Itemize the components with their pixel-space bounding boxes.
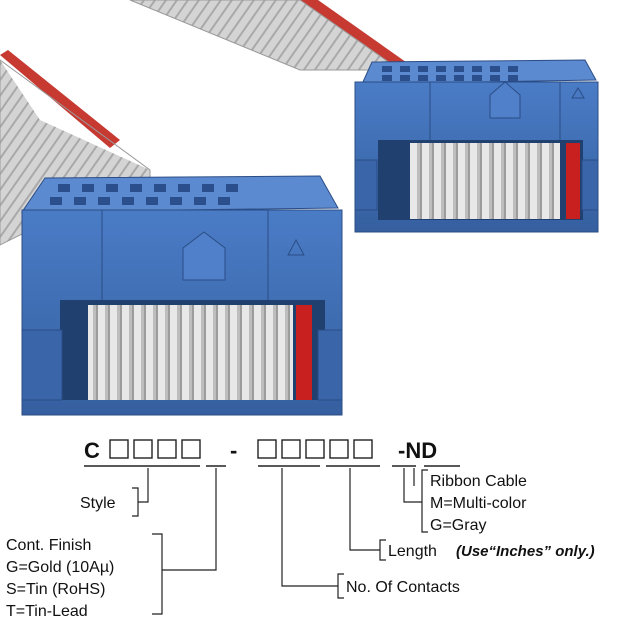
part-box [157, 439, 177, 459]
part-box [329, 439, 349, 459]
part-boxes-group-1 [109, 439, 201, 459]
cont-finish-option: G=Gold (10Aµ) [6, 559, 114, 576]
style-label: Style [80, 495, 116, 512]
ribbon-cable-option: G=Gray [430, 517, 486, 534]
cont-finish-option: S=Tin (RoHS) [6, 581, 105, 598]
part-box [257, 439, 277, 459]
leader-lines [138, 468, 422, 587]
length-note: (Use“Inches” only.) [456, 543, 595, 560]
connector-left [21, 175, 343, 416]
part-boxes-group-2 [257, 439, 373, 459]
part-box [305, 439, 325, 459]
part-box [109, 439, 129, 459]
length-label: Length [388, 543, 437, 560]
ribbon-cable-option: M=Multi-color [430, 495, 527, 512]
brackets [132, 469, 428, 615]
no-of-contacts-label: No. Of Contacts [346, 579, 460, 596]
part-prefix: C [84, 438, 100, 463]
part-box [133, 439, 153, 459]
cont-finish-option: T=Tin-Lead [6, 603, 88, 620]
part-box [353, 439, 373, 459]
cont-finish-title: Cont. Finish [6, 537, 91, 554]
connector-right [354, 59, 599, 233]
ribbon-cable-title: Ribbon Cable [430, 473, 527, 490]
part-box [181, 439, 201, 459]
part-suffix: -ND [398, 438, 437, 463]
part-box [281, 439, 301, 459]
part-separator: - [230, 438, 237, 463]
ribbon-cable-assembly-illustration [0, 0, 599, 416]
